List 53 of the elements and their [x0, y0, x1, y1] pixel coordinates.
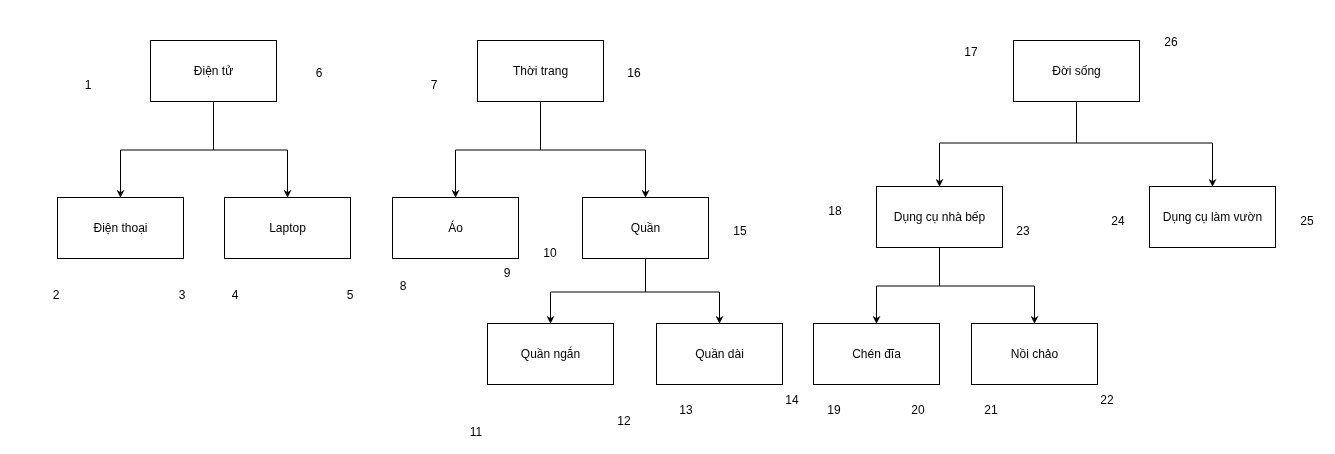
category-label: Thời trang [512, 64, 569, 78]
callout-number: 3 [178, 288, 186, 302]
callout-number: 18 [828, 204, 842, 218]
category-label: Nồi chảo [1010, 347, 1059, 361]
category-box [477, 40, 604, 102]
callout-number: 25 [1300, 214, 1314, 228]
category-box [813, 323, 940, 385]
category-box [876, 186, 1003, 248]
callout-number: 19 [827, 403, 841, 417]
category-box [392, 197, 519, 259]
category-label: Laptop [269, 221, 306, 235]
callout-number: 8 [399, 279, 407, 293]
callout-number: 13 [679, 403, 693, 417]
callout-number: 15 [733, 224, 747, 238]
callout-number: 16 [627, 66, 641, 80]
callout-number: 9 [503, 266, 511, 280]
callout-number: 10 [543, 246, 557, 260]
category-box [582, 197, 709, 259]
callout-number: 1 [84, 78, 92, 92]
callout-number: 22 [1100, 393, 1114, 407]
category-box [1013, 40, 1140, 102]
arrow [213, 101, 292, 198]
category-label: Quần [630, 221, 661, 235]
category-box [150, 40, 277, 102]
callout-number: 24 [1111, 214, 1125, 228]
callout-number: 14 [785, 393, 799, 407]
callout-number: 6 [315, 66, 323, 80]
category-label: Điện tử [193, 64, 234, 78]
category-label: Dụng cụ nhà bếp [893, 210, 986, 224]
callout-number: 20 [911, 403, 925, 417]
callout-number: 7 [430, 78, 438, 92]
category-label: Quần dài [695, 347, 744, 361]
callout-number: 4 [231, 288, 239, 302]
category-box [1149, 186, 1276, 248]
category-box [971, 323, 1098, 385]
category-box [57, 197, 184, 259]
callout-number: 23 [1016, 224, 1030, 238]
category-label: Đời sống [1052, 64, 1101, 78]
callout-number: 5 [346, 288, 354, 302]
category-label: Dụng cụ làm vườn [1162, 210, 1263, 224]
callout-number: 11 [469, 425, 483, 439]
category-label: Điện thoại [93, 221, 148, 235]
callout-number: 21 [984, 403, 998, 417]
callout-number: 12 [617, 414, 631, 428]
category-box [656, 323, 783, 385]
category-label: Quần ngắn [520, 347, 581, 361]
callout-number: 26 [1164, 35, 1178, 49]
category-box [224, 197, 351, 259]
category-label: Chén đĩa [852, 347, 901, 361]
category-label: Áo [448, 221, 463, 235]
callout-number: 17 [964, 45, 978, 59]
category-box [487, 323, 614, 385]
callout-number: 2 [52, 288, 60, 302]
